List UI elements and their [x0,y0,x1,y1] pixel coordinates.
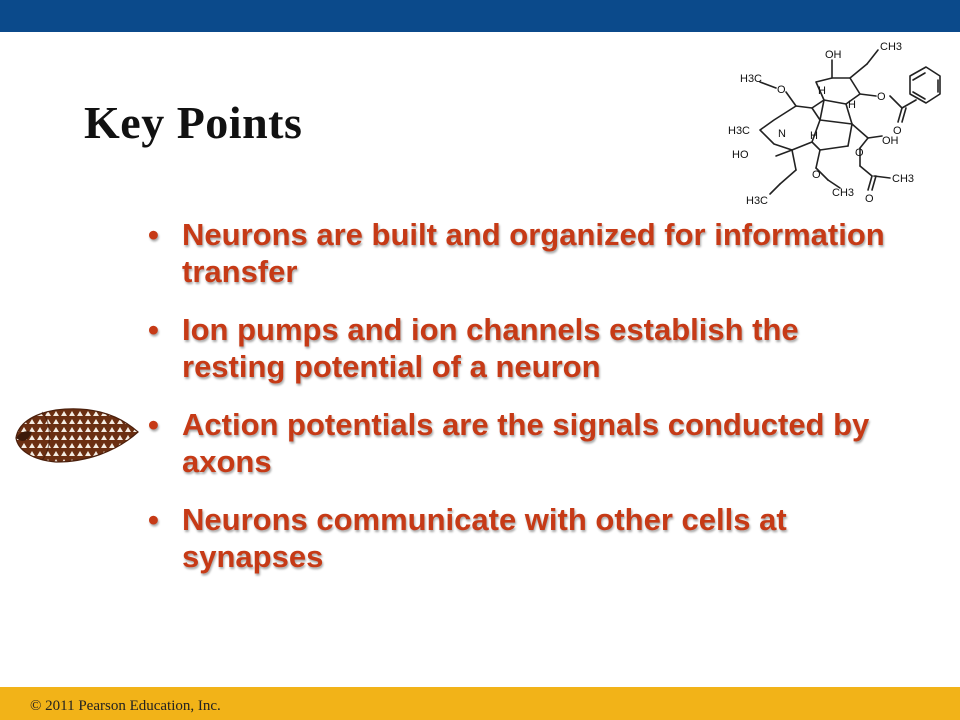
bullet-text: Neurons are built and organized for info… [182,217,885,289]
molecule-label: O [855,147,864,159]
bullet-item: • Ion pumps and ion channels establish t… [148,311,908,385]
copyright-notice: © 2011 Pearson Education, Inc. [30,698,221,714]
molecule-label: HO [732,149,749,161]
cone-snail-shell-image [15,408,139,463]
key-points-list: • Neurons are built and organized for in… [148,216,908,596]
molecule-label: H3C [746,195,768,207]
bullet-marker: • [148,217,159,252]
molecule-label: CH3 [892,173,914,185]
molecule-label: O [812,169,821,181]
molecule-label: CH3 [880,41,902,53]
bullet-text: Ion pumps and ion channels establish the… [182,312,799,384]
molecule-label: OH [825,49,842,61]
molecule-label: N [778,128,786,140]
molecule-label: O [893,125,902,137]
molecule-label: O [865,193,874,205]
molecule-label: CH3 [832,187,854,199]
molecule-label: O [877,91,886,103]
bullet-marker: • [148,312,159,347]
molecule-label: H3C [728,125,750,137]
aconitine-structure-image: OH CH3 H3C O H H O O H3C N HO H OH O O C… [728,41,941,207]
bullet-item: • Neurons are built and organized for in… [148,216,908,290]
molecule-label: H3C [740,73,762,85]
molecule-label: O [777,84,786,96]
molecule-label: H [848,99,856,111]
bullet-text: Action potentials are the signals conduc… [182,407,870,479]
bullet-marker: • [148,502,159,537]
bullet-item: • Neurons communicate with other cells a… [148,501,908,575]
molecule-label: H [810,130,818,142]
molecule-label: H [818,85,826,97]
bullet-text: Neurons communicate with other cells at … [182,502,787,574]
top-bar [0,0,960,32]
molecule-label: OH [882,135,899,147]
bullet-item: • Action potentials are the signals cond… [148,406,908,480]
footer-bar: © 2011 Pearson Education, Inc. [0,687,960,720]
slide-title: Key Points [84,97,303,148]
bullet-marker: • [148,407,159,442]
